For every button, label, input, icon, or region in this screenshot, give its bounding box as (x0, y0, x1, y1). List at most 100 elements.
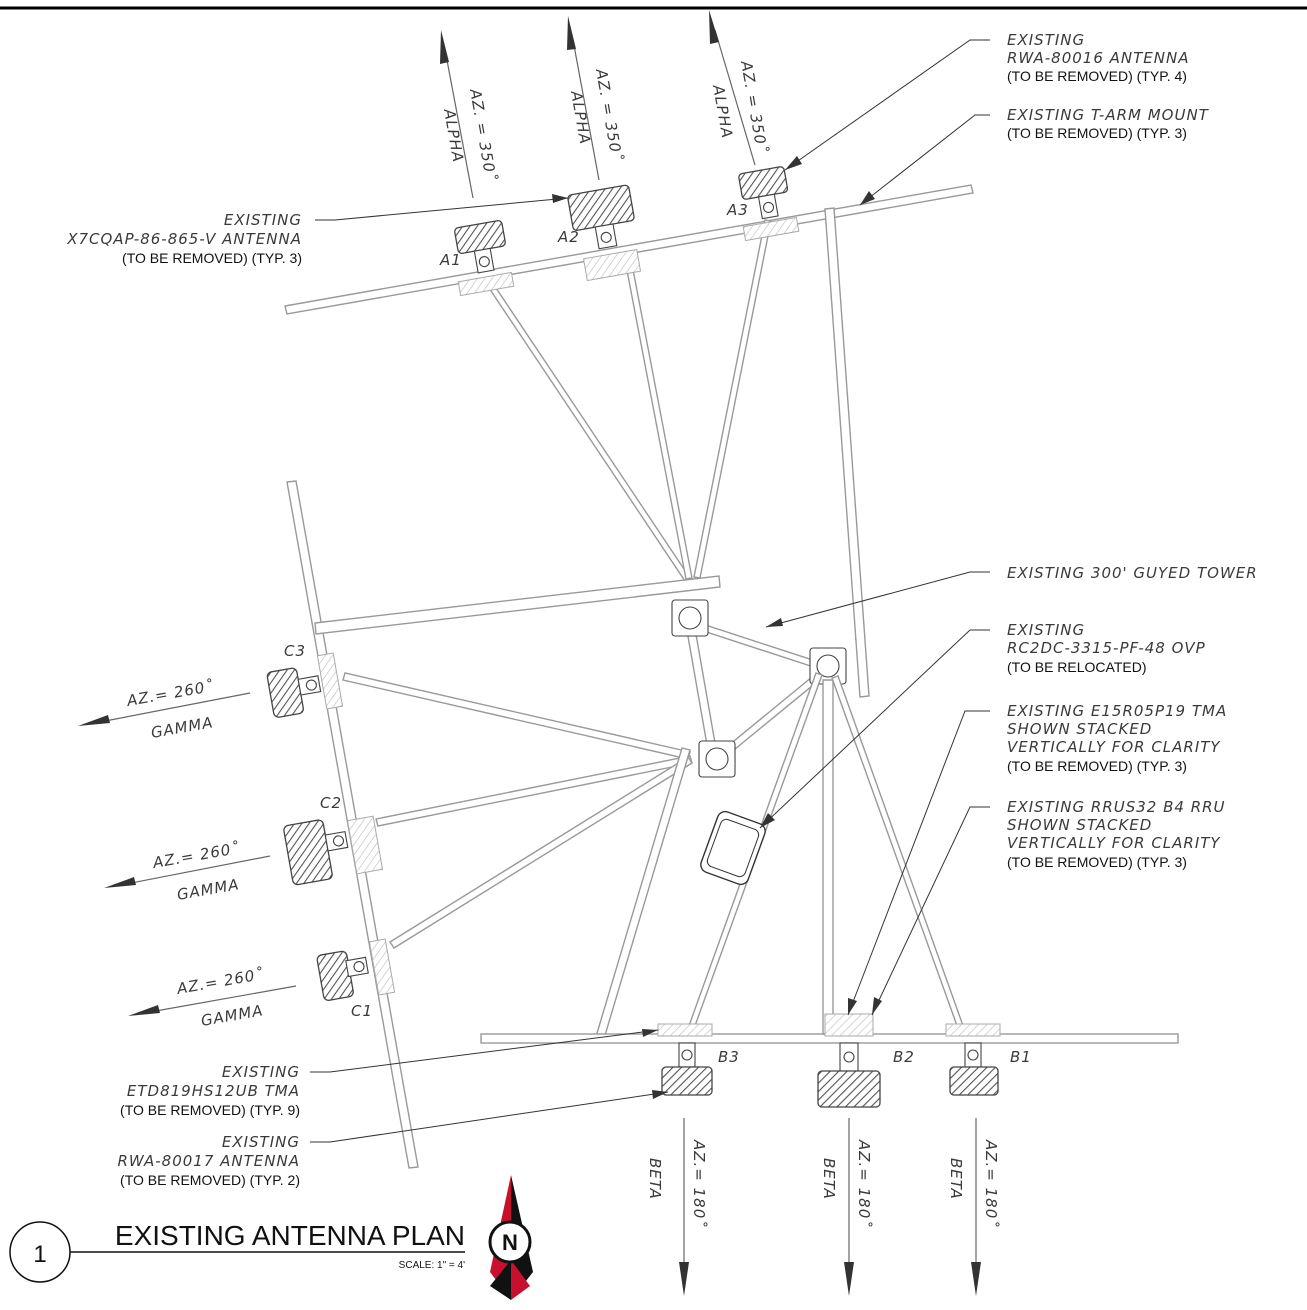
leader-ovp (759, 629, 990, 829)
leader-rwa80016 (784, 39, 990, 171)
alpha-face-pipe (284, 184, 974, 315)
gamma-mount-box-c2 (346, 815, 384, 875)
beta-azimuth-arrow-1: AZ.= 180˚ BETA (947, 1118, 1000, 1296)
alpha-az-label: AZ. = 350˚ (466, 87, 500, 183)
beta-az-label: AZ.= 180˚ (690, 1139, 708, 1228)
gamma-name-label: GAMMA (200, 1001, 265, 1030)
antenna-label-a2: A2 (557, 228, 580, 246)
antenna-a3 (738, 166, 789, 220)
antenna-label-c2: C2 (320, 794, 342, 812)
gamma-name-label: GAMMA (150, 713, 215, 742)
gamma-azimuth-arrow-2: AZ.= 260˚ GAMMA (104, 839, 271, 904)
svg-text:SHOWN STACKED: SHOWN STACKED (1007, 720, 1152, 738)
svg-text:(TO BE REMOVED) (TYP. 3): (TO BE REMOVED) (TYP. 3) (122, 250, 302, 266)
beta-mount-box-b1 (945, 1023, 1001, 1037)
tower-face-1 (687, 619, 829, 672)
svg-text:EXISTING: EXISTING (224, 211, 302, 229)
antenna-label-b1: B1 (1010, 1048, 1032, 1066)
tower-leg-1 (671, 599, 709, 637)
alpha-name-label: ALPHA (567, 89, 594, 147)
north-circle (488, 1220, 532, 1264)
svg-text:(TO BE REMOVED) (TYP. 9): (TO BE REMOVED) (TYP. 9) (120, 1102, 300, 1118)
alpha-t-arm (824, 207, 870, 698)
ovp-unit (700, 810, 766, 886)
antenna-b2 (817, 1042, 881, 1108)
north-arrow-icon: N (488, 1175, 533, 1300)
svg-text:EXISTING RRUS32 B4 RRU: EXISTING RRUS32 B4 RRU (1007, 798, 1226, 816)
title-block: 1 EXISTING ANTENNA PLAN SCALE: 1" = 4' (9, 1220, 465, 1283)
leader-rrus32 (871, 806, 990, 1016)
svg-text:EXISTING: EXISTING (222, 1063, 300, 1081)
svg-text:RWA-80017 ANTENNA: RWA-80017 ANTENNA (118, 1152, 301, 1170)
page-title: EXISTING ANTENNA PLAN (115, 1220, 465, 1251)
beta-azimuth-arrow-3: AZ.= 180˚ BETA (646, 1118, 708, 1296)
svg-text:VERTICALLY FOR CLARITY: VERTICALLY FOR CLARITY (1007, 738, 1221, 756)
antenna-c2 (283, 819, 349, 886)
svg-text:(TO BE REMOVED) (TYP. 4): (TO BE REMOVED) (TYP. 4) (1007, 68, 1187, 84)
gamma-az-label: AZ.= 260˚ (151, 839, 242, 872)
alpha-mount-box-a3 (742, 216, 800, 242)
leader-rwa80017 (310, 1091, 669, 1143)
leader-etd819 (310, 1029, 659, 1073)
beta-strut-middle (822, 679, 834, 1035)
detail-number: 1 (33, 1241, 46, 1268)
gamma-mount-box-c3 (316, 652, 344, 710)
note-rwa80016: EXISTING RWA-80016 ANTENNA (TO BE REMOVE… (1007, 31, 1190, 84)
svg-text:EXISTING: EXISTING (222, 1133, 300, 1151)
alpha-az-label: AZ. = 350˚ (592, 67, 626, 163)
gamma-sector: C3 C2 C1 AZ.= 260˚ GAMMA AZ.= 260˚ GAMMA… (78, 480, 721, 1169)
beta-mount-box-b2 (824, 1013, 874, 1037)
alpha-azimuth-arrow-2: AZ. = 350˚ ALPHA (567, 16, 626, 181)
beta-name-label: BETA (947, 1158, 965, 1200)
svg-text:(TO BE REMOVED) (TYP. 3): (TO BE REMOVED) (TYP. 3) (1007, 854, 1187, 870)
antenna-label-a3: A3 (726, 201, 749, 219)
gamma-az-label: AZ.= 260˚ (125, 677, 216, 710)
gamma-strut-1 (342, 672, 691, 760)
antenna-label-c3: C3 (284, 642, 306, 660)
note-tower: EXISTING 300' GUYED TOWER (1007, 564, 1258, 582)
guyed-tower (671, 599, 847, 778)
antenna-label-c1: C1 (351, 1002, 373, 1020)
gamma-azimuth-arrow-1: AZ.= 260˚ GAMMA (128, 965, 297, 1030)
beta-mount-box-b3 (657, 1023, 713, 1037)
beta-strut-right (831, 675, 967, 1035)
alpha-mount-box-a2 (582, 248, 642, 282)
svg-text:EXISTING: EXISTING (1007, 31, 1085, 49)
beta-az-label: AZ.= 180˚ (855, 1139, 873, 1228)
alpha-strut-right (693, 219, 772, 579)
svg-text:EXISTING 300' GUYED TOWER: EXISTING 300' GUYED TOWER (1007, 564, 1258, 582)
gamma-name-label: GAMMA (176, 875, 241, 904)
note-rrus32: EXISTING RRUS32 B4 RRU SHOWN STACKED VER… (1007, 798, 1226, 870)
beta-name-label: BETA (820, 1158, 838, 1200)
note-rwa80017: EXISTING RWA-80017 ANTENNA (TO BE REMOVE… (118, 1133, 301, 1188)
svg-text:RWA-80016 ANTENNA: RWA-80016 ANTENNA (1007, 49, 1190, 67)
svg-text:(TO BE REMOVED) (TYP. 2): (TO BE REMOVED) (TYP. 2) (120, 1172, 300, 1188)
gamma-strut-2 (375, 755, 693, 827)
svg-text:RC2DC-3315-PF-48 OVP: RC2DC-3315-PF-48 OVP (1007, 639, 1206, 657)
gamma-az-label: AZ.= 260˚ (175, 965, 266, 998)
svg-text:EXISTING: EXISTING (1007, 621, 1085, 639)
svg-text:SHOWN STACKED: SHOWN STACKED (1007, 816, 1152, 834)
note-x7cqap: EXISTING X7CQAP-86-865-V ANTENNA (TO BE … (66, 211, 302, 266)
antenna-label-a1: A1 (439, 251, 462, 269)
gamma-t-arm (314, 575, 721, 635)
svg-text:ETD819HS12UB TMA: ETD819HS12UB TMA (127, 1082, 300, 1100)
svg-text:(TO BE REMOVED) (TYP. 3): (TO BE REMOVED) (TYP. 3) (1007, 125, 1187, 141)
alpha-az-label: AZ. = 350˚ (737, 59, 771, 155)
antenna-a1 (454, 220, 506, 274)
gamma-mount-box-c1 (368, 938, 396, 996)
note-tarm: EXISTING T-ARM MOUNT (TO BE REMOVED) (TY… (1007, 106, 1209, 141)
note-etd819: EXISTING ETD819HS12UB TMA (TO BE REMOVED… (120, 1063, 300, 1118)
svg-text:EXISTING E15R05P19 TMA: EXISTING E15R05P19 TMA (1007, 702, 1227, 720)
antenna-a2 (567, 184, 635, 250)
antenna-b3 (661, 1042, 713, 1096)
tower-leg-3 (698, 740, 736, 778)
scale-label: SCALE: 1" = 4' (399, 1260, 465, 1271)
alpha-sector: A1 A2 A3 AZ. = 350˚ ALPHA AZ. = 350˚ ALP… (284, 10, 974, 698)
alpha-azimuth-arrow-3: AZ. = 350˚ ALPHA (709, 10, 771, 166)
antenna-c3 (266, 667, 322, 718)
antenna-b1 (949, 1042, 999, 1096)
alpha-name-label: ALPHA (440, 107, 467, 165)
leader-x7cqap (315, 197, 569, 221)
